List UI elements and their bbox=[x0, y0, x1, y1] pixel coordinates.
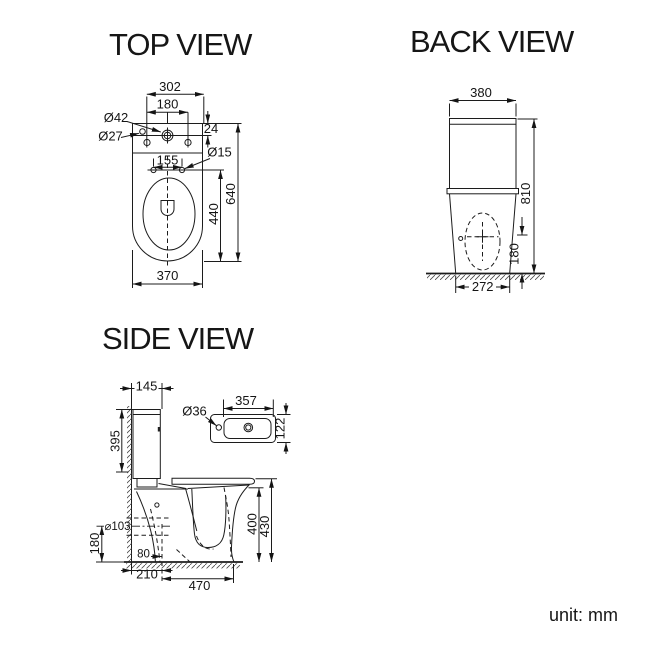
dim-side-outlet-height: 180 bbox=[87, 533, 102, 555]
unit-label: unit: mm bbox=[549, 605, 619, 625]
dim-seat-hole-spacing: 155 bbox=[157, 153, 179, 168]
label-corner-hole-dia: Ø27 bbox=[98, 129, 123, 144]
side-cistern bbox=[132, 409, 161, 479]
lid-inset-button bbox=[243, 422, 254, 433]
dim-seat-height: 430 bbox=[257, 516, 272, 538]
dim-top-bowl-width: 370 bbox=[157, 268, 179, 283]
side-trap bbox=[191, 488, 227, 549]
label-lid-hole-dia: Ø42 bbox=[104, 110, 129, 125]
top-view-title: TOP VIEW bbox=[109, 27, 252, 62]
side-foot bbox=[136, 491, 156, 563]
lid-inset-hole bbox=[215, 424, 223, 431]
dim-tank-depth: 145 bbox=[136, 379, 158, 394]
dim-back-base-width: 272 bbox=[472, 279, 494, 294]
dim-lid-depth: 122 bbox=[272, 418, 287, 440]
lid-inset-outer bbox=[210, 414, 276, 443]
dim-wall-setout: 210 bbox=[136, 567, 158, 582]
dim-back-height: 810 bbox=[518, 183, 533, 205]
back-pedestal bbox=[449, 193, 517, 274]
dim-top-hole-spacing: 180 bbox=[157, 97, 179, 112]
back-view-title: BACK VIEW bbox=[410, 24, 574, 59]
top-drain bbox=[160, 200, 175, 216]
corner-hole bbox=[139, 128, 146, 135]
side-bowl-front bbox=[230, 484, 250, 563]
top-view-drawing: 302 180 24 Ø42 Ø27 155 Ø15 440 640 bbox=[98, 79, 242, 288]
label-seat-hole-dia: Ø15 bbox=[207, 145, 232, 160]
dim-top-tank-width: 302 bbox=[159, 79, 181, 94]
dim-tank-height: 395 bbox=[108, 430, 123, 452]
dim-top-total-depth: 640 bbox=[223, 183, 238, 205]
side-view-drawing: ⌀103 357 122 Ø36 145 395 180 bbox=[87, 379, 291, 593]
dim-top-holes-offset: 24 bbox=[204, 121, 218, 136]
side-seat bbox=[171, 477, 256, 485]
back-seat-ledge bbox=[446, 188, 519, 195]
back-tank bbox=[449, 118, 517, 189]
side-wall-hatch bbox=[127, 406, 132, 562]
label-outlet-dia: ⌀103 bbox=[104, 521, 130, 533]
side-view-title: SIDE VIEW bbox=[102, 321, 254, 356]
side-ground-hatch bbox=[126, 563, 240, 569]
dim-top-bowl-depth: 440 bbox=[206, 203, 221, 225]
dim-back-outlet-height: 180 bbox=[507, 243, 522, 265]
dim-base-depth: 470 bbox=[189, 578, 211, 593]
back-outlet bbox=[464, 212, 501, 271]
dim-back-width: 380 bbox=[470, 85, 492, 100]
back-ground-hatch bbox=[427, 274, 544, 280]
top-body-outline bbox=[132, 123, 203, 262]
dim-outlet-gap: 80 bbox=[137, 549, 150, 561]
flush-button bbox=[157, 427, 161, 432]
lid-inset-basin bbox=[223, 418, 272, 439]
dim-lid-width: 357 bbox=[235, 393, 257, 408]
back-view-drawing: 380 810 180 272 bbox=[426, 85, 545, 294]
top-seat-opening bbox=[142, 177, 196, 251]
label-lid-inset-hole: Ø36 bbox=[182, 404, 207, 419]
dim-rim-height: 400 bbox=[245, 513, 260, 535]
